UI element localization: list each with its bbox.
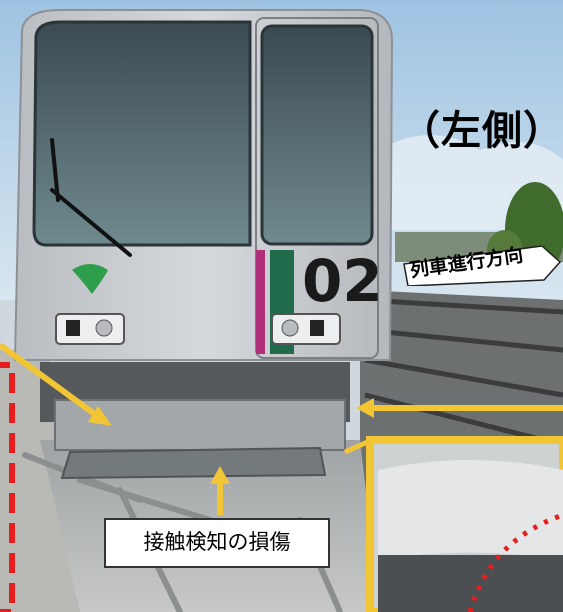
callout-arrow: [210, 466, 230, 515]
callout-arrow: [356, 398, 563, 418]
stripe-magenta: [256, 250, 265, 354]
wiper-icon: [50, 138, 132, 257]
front-door: [255, 17, 379, 359]
windshield-left: [32, 20, 252, 247]
car-number: 02: [302, 247, 383, 315]
headlight-icon: [55, 313, 125, 345]
headlight-icon: [271, 313, 341, 345]
inset-photo: [366, 436, 563, 612]
side-label: （左側）: [400, 108, 563, 154]
skirt: [54, 399, 346, 451]
direction-label: 列車進行方向: [402, 244, 562, 287]
direction-arrow-icon: [403, 245, 562, 287]
tokyo-ginkgo-emblem-icon: [72, 264, 108, 294]
highlight-dashed-box: [0, 362, 15, 612]
callout-arrow: [0, 342, 112, 426]
door-window: [260, 24, 374, 246]
damage-label: 接触検知の損傷: [104, 518, 330, 568]
contact-detector: [60, 446, 327, 480]
